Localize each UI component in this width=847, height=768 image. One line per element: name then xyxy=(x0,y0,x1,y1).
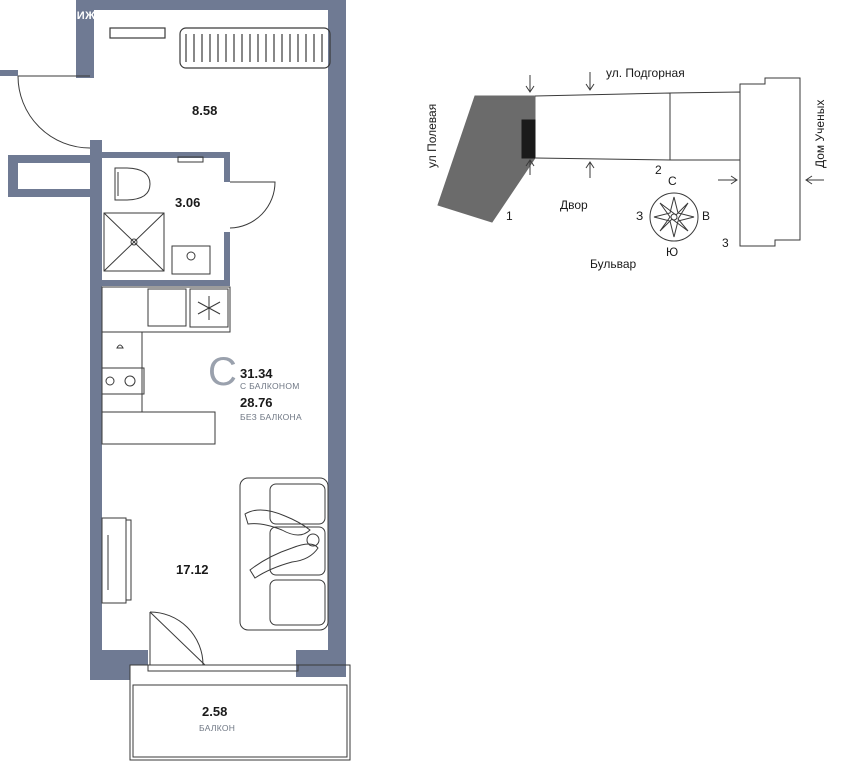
dvor-label: Двор xyxy=(560,198,588,212)
sofa xyxy=(239,477,329,631)
total-without-balcony: 28.76 xyxy=(240,395,273,410)
person-figure xyxy=(249,543,319,579)
sink xyxy=(171,245,211,275)
marker-1: 1 xyxy=(506,209,513,223)
snowflake-icon xyxy=(197,296,221,320)
wall-niche xyxy=(18,163,90,189)
with-balcony-caption: С БАЛКОНОМ xyxy=(240,381,300,391)
apartment-marker xyxy=(521,119,536,159)
compass-west: З xyxy=(636,209,644,223)
entrance-door-swing xyxy=(17,75,91,149)
balcony-door-swing xyxy=(149,611,204,666)
wall xyxy=(76,0,346,10)
balcony-area-label: 2.58 xyxy=(202,704,228,719)
wall xyxy=(90,660,130,680)
wall xyxy=(0,70,18,76)
dom-uchenyh-label: Дом Ученых xyxy=(813,99,827,168)
towel-rail xyxy=(177,156,204,163)
vent xyxy=(109,27,166,39)
shower-tray xyxy=(103,212,165,272)
street-polevaya: ул Полевая xyxy=(425,103,439,168)
compass-north: С xyxy=(668,174,677,188)
bar-counter xyxy=(101,411,216,445)
wall xyxy=(90,140,102,660)
total-with-balcony: 31.34 xyxy=(240,366,273,381)
living-area-label: 17.12 xyxy=(176,562,209,577)
apartment-interior xyxy=(102,10,328,650)
compass-rose xyxy=(649,192,699,242)
watermark-text: ДВИЖИМОСТЬ xyxy=(60,10,147,22)
kitchen-counter xyxy=(101,286,231,333)
without-balcony-caption: БЕЗ БАЛКОНА xyxy=(240,412,302,422)
kitchen-sink xyxy=(147,288,187,327)
bulvar-label: Бульвар xyxy=(590,257,637,271)
compass-east: В xyxy=(702,209,711,223)
balcony-outline xyxy=(129,664,351,761)
apartment-type-letter: С xyxy=(208,350,237,394)
person-figure xyxy=(244,509,311,536)
bath-door-swing xyxy=(229,181,276,229)
hall-area-label: 8.58 xyxy=(192,103,218,118)
compass-south: Ю xyxy=(666,245,679,259)
location-map xyxy=(437,72,824,247)
marker-2: 2 xyxy=(655,163,662,177)
marker-3-right: 3 xyxy=(722,236,729,250)
bathroom-area-label: 3.06 xyxy=(175,195,201,210)
building-block xyxy=(437,95,536,223)
street-podgornaya: ул. Подгорная xyxy=(606,66,685,80)
toilet xyxy=(114,167,151,201)
wall xyxy=(296,647,346,677)
radiator xyxy=(179,27,331,69)
fridge xyxy=(189,288,229,328)
wall xyxy=(76,0,94,78)
stove xyxy=(101,367,145,395)
balcony-caption: БАЛКОН xyxy=(199,723,236,733)
wall xyxy=(328,0,346,660)
balcony-threshold xyxy=(147,664,299,672)
